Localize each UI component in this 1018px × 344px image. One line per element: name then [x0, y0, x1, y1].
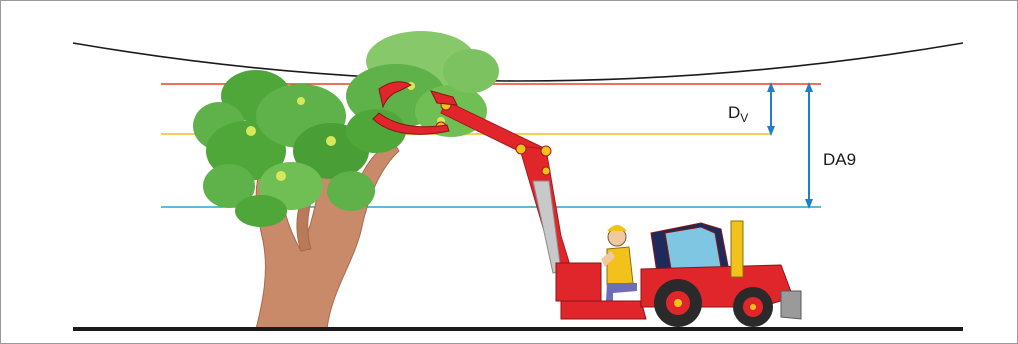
tree: [193, 31, 499, 330]
pruning-tractor: [372, 81, 802, 327]
wheels: [654, 279, 773, 327]
pruning-blade: [372, 81, 458, 135]
dv-label-main: D: [728, 103, 740, 122]
dv-label: DV: [728, 103, 748, 125]
da9-label: DA9: [823, 150, 856, 169]
dv-label-subscript: V: [740, 111, 748, 125]
tree-foliage: [193, 31, 499, 227]
overhead-cable: [72, 42, 964, 82]
